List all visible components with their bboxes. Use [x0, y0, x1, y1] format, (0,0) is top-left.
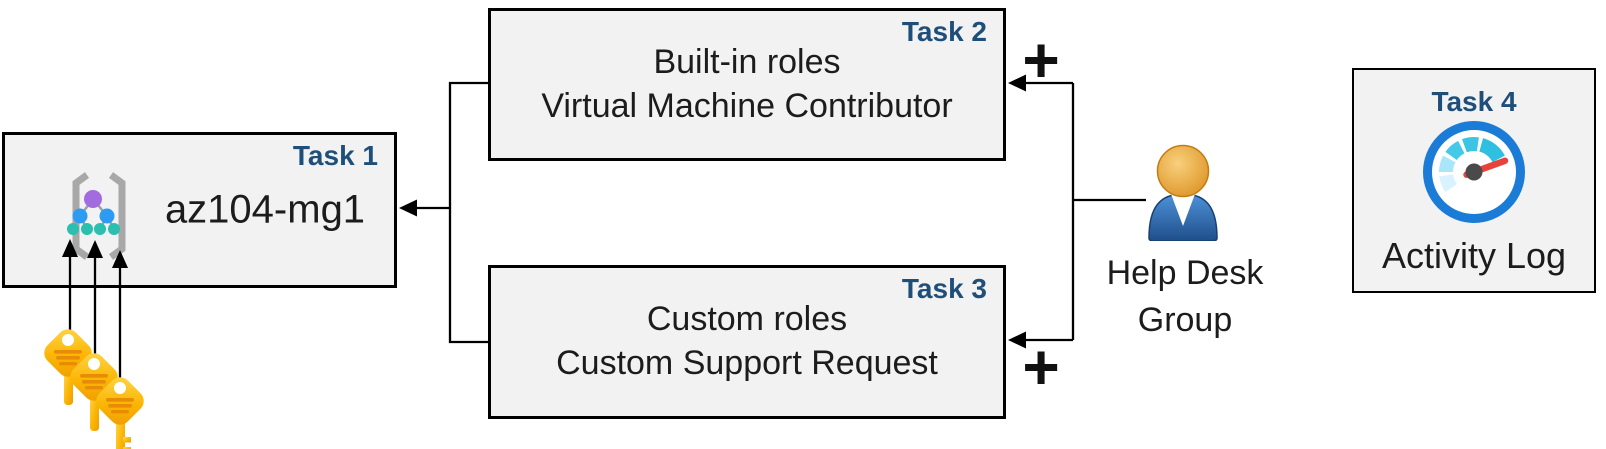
task2-box: Task 2 Built-in roles Virtual Machine Co… [488, 8, 1006, 161]
task3-text: Custom roles Custom Support Request [491, 268, 1003, 416]
task1-name: az104-mg1 [164, 187, 366, 232]
task4-tag: Task 4 [1431, 86, 1517, 117]
keys-icon [44, 329, 144, 449]
task3-tag: Task 3 [901, 273, 987, 304]
task2-role-type: Built-in roles [653, 42, 841, 81]
actor-label: Help Desk Group [1106, 254, 1264, 339]
gauge-icon [1423, 121, 1525, 223]
plus-bottom-sign: + [1022, 331, 1060, 403]
task1-box: Task 1 az104-mg1 [2, 132, 397, 288]
plus-top-sign: + [1022, 24, 1060, 96]
task2-text: Built-in roles Virtual Machine Contribut… [491, 11, 1003, 158]
task1-tag: Task 1 [292, 140, 378, 171]
task3-role-type: Custom roles [646, 300, 848, 339]
task4-box: Task 4 Activity Log [1352, 68, 1596, 293]
task2-tag: Task 2 [901, 16, 987, 47]
task3-role-name: Custom Support Request [556, 344, 938, 382]
user-icon [1148, 144, 1218, 241]
task2-role-name: Virtual Machine Contributor [541, 86, 953, 125]
task4-caption: Activity Log [1381, 235, 1567, 276]
task3-box: Task 3 Custom roles Custom Support Reque… [488, 265, 1006, 419]
management-group-icon [67, 172, 126, 260]
